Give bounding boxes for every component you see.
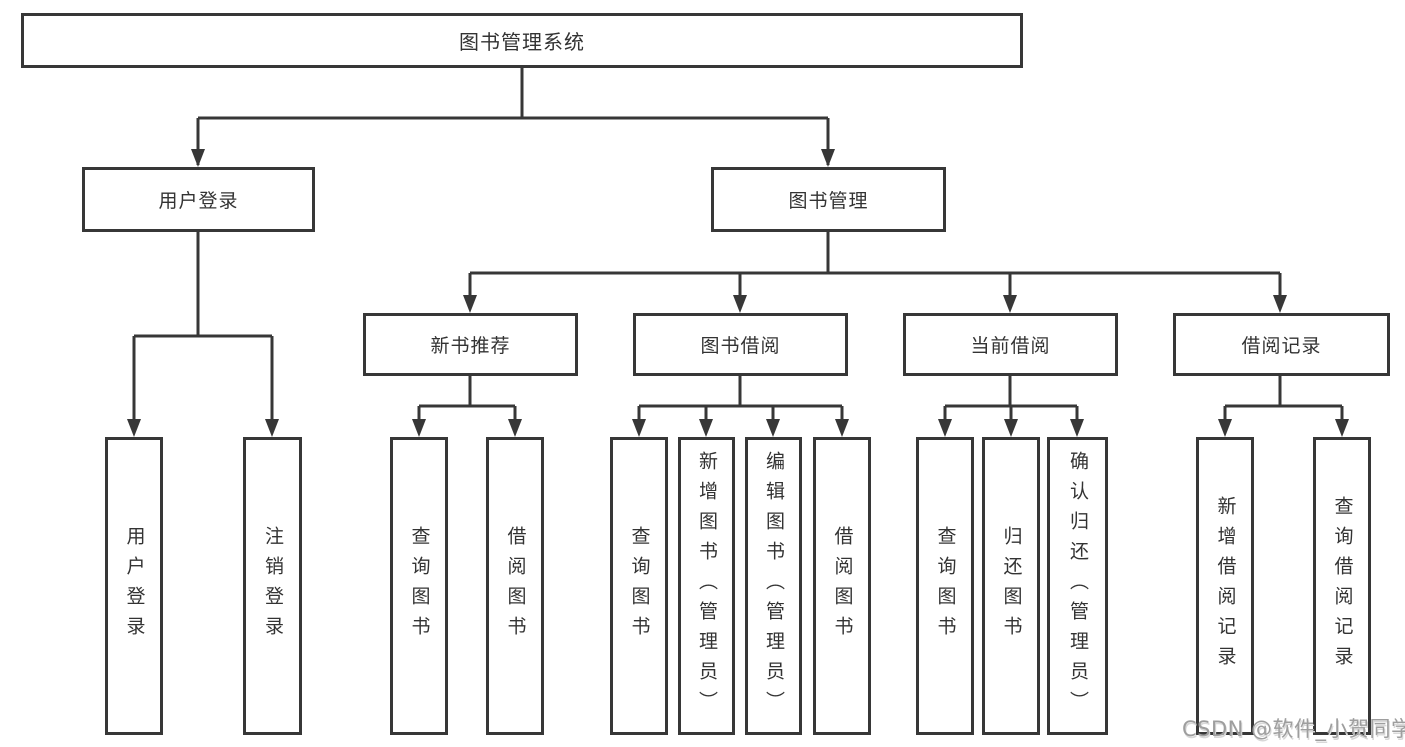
node-book-management: 图书管理 <box>711 167 946 232</box>
arrowhead-icon <box>821 149 835 167</box>
arrowheads <box>127 149 1349 437</box>
arrowhead-icon <box>508 419 522 437</box>
arrowhead-icon <box>938 419 952 437</box>
leaf-cb-return-books: 归还图书 <box>982 437 1040 735</box>
node-book-borrowing-label: 图书借阅 <box>700 335 781 357</box>
leaf-cb-query-books-label: 查询图书 <box>934 526 957 646</box>
arrowhead-icon <box>265 419 279 437</box>
arrowhead-icon <box>1003 295 1017 313</box>
leaf-user-login: 用户登录 <box>105 437 163 735</box>
arrowhead-icon <box>127 419 141 437</box>
arrowhead-icon <box>412 419 426 437</box>
node-user-login: 用户登录 <box>82 167 315 232</box>
leaf-nbr-borrow-books-label: 借阅图书 <box>504 526 527 646</box>
leaf-bb-edit-books: 编辑图书（管理员） <box>745 437 802 735</box>
node-current-borrowing-label: 当前借阅 <box>970 335 1051 357</box>
node-new-book-recommend: 新书推荐 <box>363 313 578 376</box>
leaf-cb-query-books: 查询图书 <box>916 437 974 735</box>
leaf-cb-confirm-return: 确认归还（管理员） <box>1047 437 1108 735</box>
node-borrowing-records: 借阅记录 <box>1173 313 1390 376</box>
leaf-br-add-record-label: 新增借阅记录 <box>1214 496 1237 676</box>
leaf-bb-query-books-label: 查询图书 <box>628 526 651 646</box>
leaf-bb-edit-books-label: 编辑图书（管理员） <box>763 451 785 721</box>
node-current-borrowing: 当前借阅 <box>903 313 1118 376</box>
leaf-bb-query-books: 查询图书 <box>610 437 668 735</box>
arrowhead-icon <box>191 149 205 167</box>
leaf-bb-borrow-books-label: 借阅图书 <box>831 526 854 646</box>
node-root: 图书管理系统 <box>21 13 1023 68</box>
arrowhead-icon <box>1335 419 1349 437</box>
arrowhead-icon <box>699 419 713 437</box>
leaf-bb-add-books: 新增图书（管理员） <box>678 437 735 735</box>
leaf-nbr-query-books-label: 查询图书 <box>408 526 431 646</box>
leaf-br-add-record: 新增借阅记录 <box>1196 437 1254 735</box>
arrowhead-icon <box>1070 419 1084 437</box>
leaf-logout-label: 注销登录 <box>262 526 284 646</box>
arrowhead-icon <box>1273 295 1287 313</box>
node-root-label: 图书管理系统 <box>459 30 585 54</box>
leaf-bb-borrow-books: 借阅图书 <box>813 437 871 735</box>
leaf-nbr-borrow-books: 借阅图书 <box>486 437 544 735</box>
arrowhead-icon <box>835 419 849 437</box>
node-book-management-label: 图书管理 <box>788 190 869 212</box>
arrowhead-icon <box>463 295 477 313</box>
arrowhead-icon <box>1218 419 1232 437</box>
connector-segments <box>132 68 1344 433</box>
arrowhead-icon <box>1004 419 1018 437</box>
leaf-cb-return-books-label: 归还图书 <box>1000 526 1023 646</box>
leaf-br-query-record: 查询借阅记录 <box>1313 437 1371 735</box>
node-new-book-recommend-label: 新书推荐 <box>430 335 511 357</box>
arrowhead-icon <box>632 419 646 437</box>
leaf-logout: 注销登录 <box>243 437 302 735</box>
leaf-br-query-record-label: 查询借阅记录 <box>1331 496 1354 676</box>
csdn-watermark: CSDN @软件_小贺同学 <box>1182 717 1405 741</box>
leaf-nbr-query-books: 查询图书 <box>390 437 448 735</box>
arrowhead-icon <box>733 295 747 313</box>
node-book-borrowing: 图书借阅 <box>633 313 848 376</box>
node-borrowing-records-label: 借阅记录 <box>1241 335 1322 357</box>
leaf-cb-confirm-return-label: 确认归还（管理员） <box>1067 451 1089 721</box>
leaf-bb-add-books-label: 新增图书（管理员） <box>696 451 718 721</box>
leaf-user-login-label: 用户登录 <box>123 526 146 646</box>
arrowhead-icon <box>766 419 780 437</box>
node-user-login-label: 用户登录 <box>158 190 239 212</box>
